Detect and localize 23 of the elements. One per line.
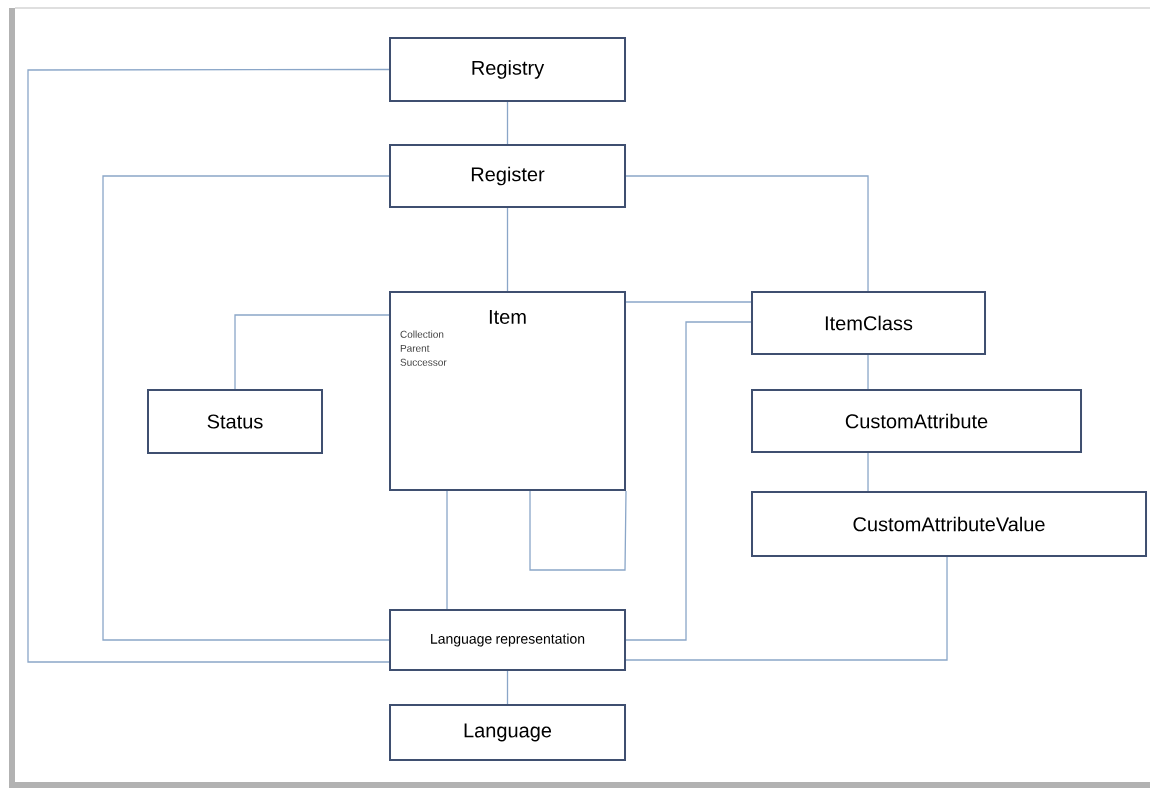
connector-line (625, 175, 869, 292)
class-box: Item Collection Parent Successor (389, 291, 626, 491)
connector-line (506, 207, 509, 292)
class-box: ItemClass (751, 291, 986, 355)
connector-line (102, 175, 390, 641)
class-box: Registry (389, 37, 626, 102)
class-box: CustomAttribute (751, 389, 1082, 453)
class-box: Register (389, 144, 626, 208)
class-box: Language (389, 704, 626, 761)
connector-line (506, 670, 509, 705)
connector-line (234, 314, 390, 390)
connector-line (529, 490, 627, 571)
connector-line (27, 68, 390, 663)
class-box: CustomAttributeValue (751, 491, 1147, 557)
connector-line (625, 321, 752, 641)
connector-line (625, 556, 948, 661)
class-box: Language representation (389, 609, 626, 671)
connector-line (625, 301, 752, 303)
class-box: Status (147, 389, 323, 454)
connector-line (506, 101, 509, 145)
connector-line (867, 354, 869, 390)
connector-line (446, 490, 448, 610)
connector-line (867, 452, 869, 492)
